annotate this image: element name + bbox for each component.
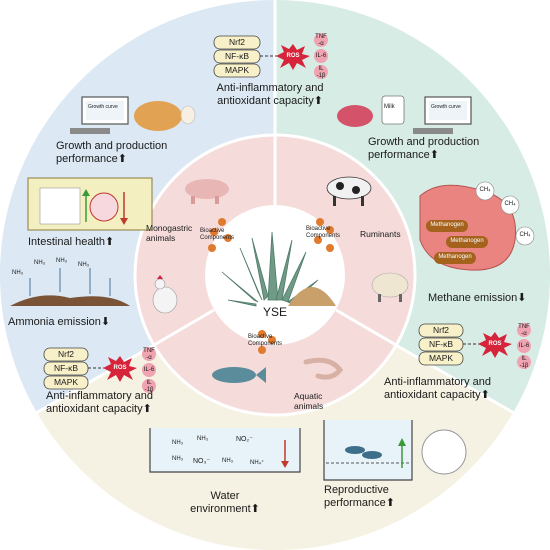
bioactive-label-left: Bioactive Components — [200, 228, 235, 241]
label-intestinal: Intestinal health⬆ — [28, 236, 115, 248]
pathway-mapk: MAPK — [53, 377, 79, 387]
label-nh3: NH₃ — [78, 262, 90, 268]
meat-icon — [337, 105, 373, 127]
label-methanogen: Methanogen — [438, 254, 472, 260]
label-water: Water environment⬆ — [190, 490, 260, 515]
pathway-nfkb: NF-κB — [53, 363, 79, 373]
outer-divider — [36, 342, 157, 414]
label-milk: Milk — [384, 104, 395, 110]
intestine-panel — [27, 177, 153, 231]
cytokine-il1b: IL -1β — [144, 380, 154, 393]
label-nh3: NH₃ — [172, 456, 184, 462]
label-methanogen: Methanogen — [450, 238, 484, 244]
pathway-ros: ROS — [488, 341, 502, 347]
bioactive-label-right: Bioactive Components — [306, 226, 341, 239]
cytokine-il1b: IL -1β — [519, 356, 529, 369]
label-methane: Methane emission⬇ — [428, 292, 527, 304]
fish-icon — [212, 367, 266, 383]
label-nh3: NH₃ — [12, 270, 24, 276]
shrimp-icon — [303, 357, 344, 380]
pathway-mapk: MAPK — [224, 65, 250, 75]
cytokine-tnf: TNF -α — [315, 34, 327, 47]
cytokine-il6: IL-6 — [315, 53, 327, 59]
label-growth-left: Growth and production performance⬆ — [56, 140, 168, 165]
inner-divider — [153, 308, 215, 347]
label-ammonia: Ammonia emission⬇ — [8, 316, 111, 328]
ch4-bubble-icon — [475, 181, 535, 246]
cytokine-il1b: IL -1β — [316, 66, 326, 79]
roast-chicken-icon — [134, 101, 196, 131]
label-growth-curve-left: Growth curve — [88, 104, 118, 110]
outer-divider — [393, 342, 514, 414]
bioactive-node-icon — [208, 218, 334, 354]
label-growth-right: Growth and production performance⬆ — [368, 136, 480, 161]
label-growth-curve-right: Growth curve — [431, 104, 461, 110]
pathway-module-right — [418, 323, 531, 369]
cow-icon — [326, 176, 372, 206]
pathway-nfkb: NF-κB — [224, 51, 250, 61]
label-nh3: NH₃ — [172, 440, 184, 446]
label-nh4: NH₄⁺ — [250, 460, 265, 466]
label-nh3: NH₃ — [56, 258, 68, 264]
label-nh3: NH₃ — [222, 458, 234, 464]
pathway-ros: ROS — [286, 53, 300, 59]
label-anti-left: Anti-inflammatory and antioxidant capaci… — [46, 390, 153, 415]
label-nh3: NH₃ — [197, 436, 209, 442]
powder-icon — [288, 287, 336, 306]
cytokine-tnf: TNF -α — [143, 348, 155, 361]
rumen-icon — [419, 184, 517, 271]
pathway-module-left — [43, 347, 156, 393]
inner-divider — [335, 308, 397, 347]
reproductive-tank — [323, 420, 467, 481]
inner-label-monogastric: Monogastric animals — [146, 223, 193, 243]
label-ch4: CH₄ — [504, 201, 516, 207]
label-reproductive: Reproductive performance⬆ — [324, 484, 395, 509]
inner-label-aquatic: Aquatic animals — [294, 391, 324, 411]
growth-monitor-right-icon — [413, 96, 472, 134]
growth-monitor-left-icon — [70, 96, 129, 134]
cytokine-il6: IL-6 — [518, 343, 530, 349]
pathway-module-top — [213, 33, 328, 79]
label-nh3: NH₃ — [34, 260, 46, 266]
water-tank — [149, 428, 301, 473]
pathway-nfkb: NF-κB — [428, 339, 454, 349]
pathway-nrf2: Nrf2 — [432, 325, 450, 335]
soil-icon — [10, 268, 130, 306]
milk-bottle-icon — [381, 95, 405, 125]
pathway-ros: ROS — [113, 365, 127, 371]
inner-label-ruminants: Ruminants — [360, 229, 401, 239]
label-no3: NO₃⁻ — [193, 458, 211, 465]
sheep-icon — [371, 272, 409, 302]
chicken-icon — [152, 275, 178, 314]
pig-icon — [185, 179, 229, 204]
center-label: YSE — [262, 305, 287, 319]
label-no2: NO₂⁻ — [236, 436, 253, 443]
label-anti-top: Anti-inflammatory and antioxidant capaci… — [216, 82, 324, 107]
pathway-nrf2: Nrf2 — [228, 37, 246, 47]
cytokine-tnf: TNF -α — [518, 324, 530, 337]
label-methanogen: Methanogen — [430, 222, 464, 228]
label-ch4: CH₄ — [519, 232, 531, 238]
pathway-nrf2: Nrf2 — [57, 349, 75, 359]
cytokine-il6: IL-6 — [143, 367, 155, 373]
label-anti-right: Anti-inflammatory and antioxidant capaci… — [384, 376, 491, 401]
agave-icon — [221, 231, 319, 307]
pathway-mapk: MAPK — [428, 353, 454, 363]
bioactive-label-bottom: Bioactive Components — [248, 334, 283, 347]
label-ch4: CH₄ — [479, 187, 491, 193]
